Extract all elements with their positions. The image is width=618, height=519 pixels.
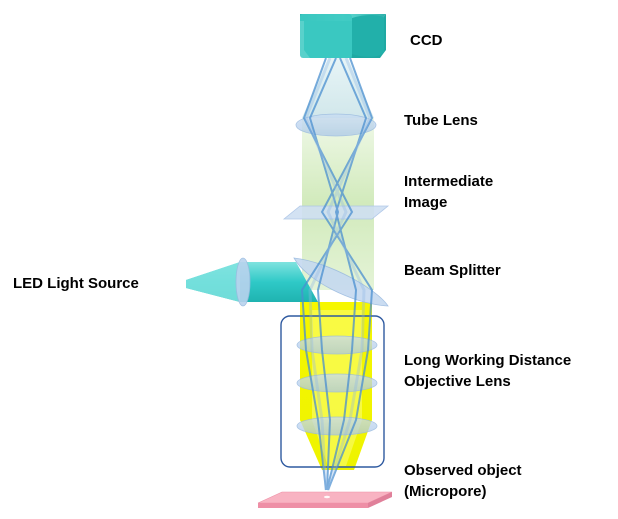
observed-object-label-1: Observed object bbox=[404, 462, 522, 479]
intermediate-image-label-2: Image bbox=[404, 194, 447, 211]
led-light-source-label: LED Light Source bbox=[13, 275, 139, 292]
objective-lens-label-2: Objective Lens bbox=[404, 373, 511, 390]
light-rays-faint bbox=[304, 57, 372, 491]
beam-splitter-label: Beam Splitter bbox=[404, 262, 501, 279]
light-rays bbox=[300, 57, 374, 491]
led-light-source-cone bbox=[186, 262, 240, 302]
observed-object-side-right bbox=[368, 492, 392, 508]
led-lens bbox=[235, 257, 251, 307]
tube-lens bbox=[295, 113, 377, 137]
intermediate-image-label-1: Intermediate bbox=[404, 173, 493, 190]
objective-lens-1 bbox=[296, 335, 378, 355]
beam-splitter bbox=[293, 257, 389, 307]
objective-lens-3 bbox=[296, 416, 378, 436]
ccd-camera bbox=[300, 14, 386, 58]
ccd-light-cone bbox=[302, 58, 374, 118]
tube-lens-label: Tube Lens bbox=[404, 112, 478, 129]
objective-lens-2 bbox=[296, 373, 378, 393]
micropore bbox=[324, 495, 330, 499]
observed-object-side bbox=[258, 503, 368, 508]
objective-lens-label-1: Long Working Distance bbox=[404, 352, 571, 369]
observed-object-label-2: (Micropore) bbox=[404, 483, 487, 500]
ccd-label: CCD bbox=[410, 32, 443, 49]
